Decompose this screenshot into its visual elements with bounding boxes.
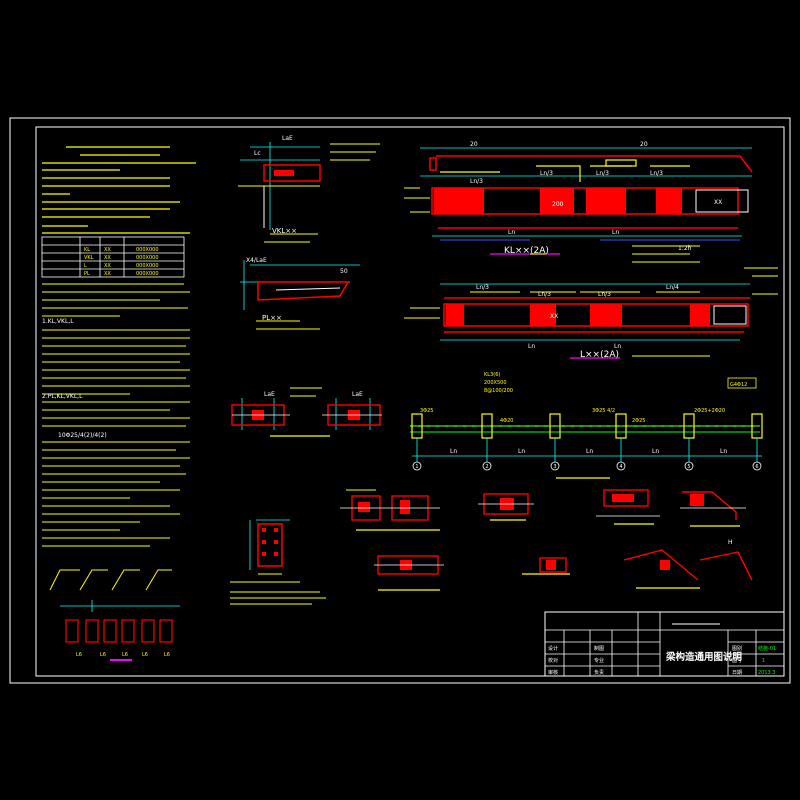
- dim-label: Ln: [518, 448, 525, 455]
- dim-label: 20: [470, 141, 478, 148]
- dim-label: Ln: [720, 448, 727, 455]
- table-cell: 000X000: [136, 255, 159, 261]
- kl-beam-elevation: Ln/3 Ln/3 Ln/3 Ln/3 20 20 Ln Ln 200 XX K…: [404, 141, 753, 263]
- beam-type-table: [41, 236, 185, 278]
- beam-spec: 8@100/200: [484, 388, 513, 394]
- rebar-label: 3Φ25: [420, 408, 433, 414]
- title-block-cell: 制图: [594, 645, 604, 652]
- inner-frame: [35, 126, 785, 677]
- axis-label: 2: [485, 464, 488, 470]
- notes-column: KL VKL L PL XX XX XX XX 000X000 000X000 …: [41, 146, 196, 661]
- rebar-label: 4Φ20: [500, 418, 513, 424]
- dim-label: 200: [552, 201, 564, 208]
- drawing-title: 梁构造通用图说明: [665, 651, 743, 663]
- sketch-label: L6: [142, 652, 148, 658]
- title-block-value: 2013.3: [758, 670, 776, 676]
- axis-label: 5: [687, 464, 690, 470]
- dim-label: 20: [640, 141, 648, 148]
- title-block-value: 结施-01: [758, 645, 776, 652]
- dim-label: X4/LaE: [246, 257, 267, 264]
- title-block-cell: 专业: [594, 657, 604, 664]
- pl-title: PL××: [262, 314, 282, 322]
- dim-label: Ln: [528, 343, 535, 350]
- table-cell: KL: [84, 247, 90, 253]
- dim-label: Ln: [652, 448, 659, 455]
- table-cell: 000X000: [136, 247, 159, 253]
- title-block-cell: 图别: [732, 645, 742, 652]
- dim-label: Ln/3: [476, 284, 489, 291]
- dim-label: Ln/3: [538, 291, 551, 298]
- beam-tag: KL3(6): [484, 372, 500, 378]
- rebar-label: 2Φ25+2Φ20: [694, 408, 725, 414]
- rebar-label: 2Φ25: [632, 418, 645, 424]
- title-block-cell: 日期: [732, 670, 742, 676]
- axis-label: 6: [755, 464, 758, 470]
- table-cell: 000X000: [136, 271, 159, 277]
- pl-detail: X4/LaE 50 PL××: [240, 257, 360, 330]
- dim-label: Ln: [586, 448, 593, 455]
- dim-label: 50: [340, 268, 348, 275]
- beam-plan: 1 2 3 4 5 6 Ln Ln Ln Ln Ln KL3(6) 200X50…: [410, 372, 763, 479]
- dim-label: H: [728, 539, 733, 546]
- note-heading: 1.KL,VKL,L: [42, 318, 74, 325]
- formula-label: 10Φ25/4(2)/4(2): [58, 432, 107, 439]
- rebar-label: G4Φ12: [730, 382, 747, 388]
- title-block-cell: 负责: [594, 669, 604, 676]
- table-cell: XX: [104, 247, 111, 253]
- sketch-label: L6: [122, 652, 128, 658]
- table-cell: VKL: [84, 255, 94, 261]
- table-cell: XX: [104, 271, 111, 277]
- ratio-label: 1:2h: [678, 245, 692, 252]
- sketch-label: L6: [100, 652, 106, 658]
- l-beam-elevation: Ln/3 Ln/3 Ln/3 Ln/4 Ln Ln XX L××(2A): [404, 267, 778, 360]
- dim-label: XX: [550, 313, 558, 320]
- dim-label: Ln/3: [596, 170, 609, 177]
- outer-frame: [9, 117, 791, 684]
- title-block-cell: 校对: [548, 657, 558, 664]
- dim-label: Ln/3: [598, 291, 611, 298]
- title-block: 设计 校对 审核 制图 专业 负责 图别 图号 日期 结施-01 1 2013.…: [544, 611, 785, 677]
- dim-label: Ln/3: [540, 170, 553, 177]
- dim-label: Ln: [508, 229, 515, 236]
- stirrup-sketches: L6 L6 L6 L6 L6: [49, 569, 180, 661]
- table-cell: XX: [104, 263, 111, 269]
- title-block-value: 1: [762, 658, 765, 664]
- vkl-detail: LaE Lc VKL××: [238, 135, 380, 243]
- table-cell: 000X000: [136, 263, 159, 269]
- note-heading: 2.PL,KL,VKL,L: [42, 393, 83, 400]
- rebar-label: 3Φ25 4/2: [592, 408, 615, 414]
- vkl-title: VKL××: [272, 227, 297, 235]
- table-cell: L: [84, 263, 87, 269]
- dim-label: Ln/3: [650, 170, 663, 177]
- table-cell: PL: [84, 271, 90, 277]
- title-block-cell: 图号: [732, 658, 742, 664]
- sketch-label: L6: [76, 652, 82, 658]
- dim-label: Ln: [450, 448, 457, 455]
- l-title: L××(2A): [580, 350, 619, 360]
- column-section: [230, 519, 326, 605]
- sketch-label: L6: [164, 652, 170, 658]
- dim-label: Ln/4: [666, 284, 679, 291]
- dim-label: Ln/3: [470, 178, 483, 185]
- axis-label: 3: [553, 464, 556, 470]
- kl-title: KL××(2A): [504, 246, 549, 256]
- small-details: H: [340, 489, 753, 591]
- dim-label: Lc: [254, 150, 261, 157]
- dim-label: Ln: [614, 343, 621, 350]
- dim-label: Ln: [612, 229, 619, 236]
- dim-label: LaE: [282, 135, 293, 142]
- title-block-cell: 设计: [548, 645, 558, 652]
- table-cell: XX: [104, 255, 111, 261]
- dim-label: LaE: [352, 391, 363, 398]
- joint-detail: LaE LaE: [231, 387, 382, 437]
- axis-label: 4: [619, 464, 622, 470]
- dim-label: LaE: [264, 391, 275, 398]
- beam-spec: 200X500: [484, 380, 507, 386]
- dim-label: XX: [714, 199, 722, 206]
- axis-label: 1: [415, 464, 418, 470]
- title-block-cell: 审核: [548, 669, 558, 676]
